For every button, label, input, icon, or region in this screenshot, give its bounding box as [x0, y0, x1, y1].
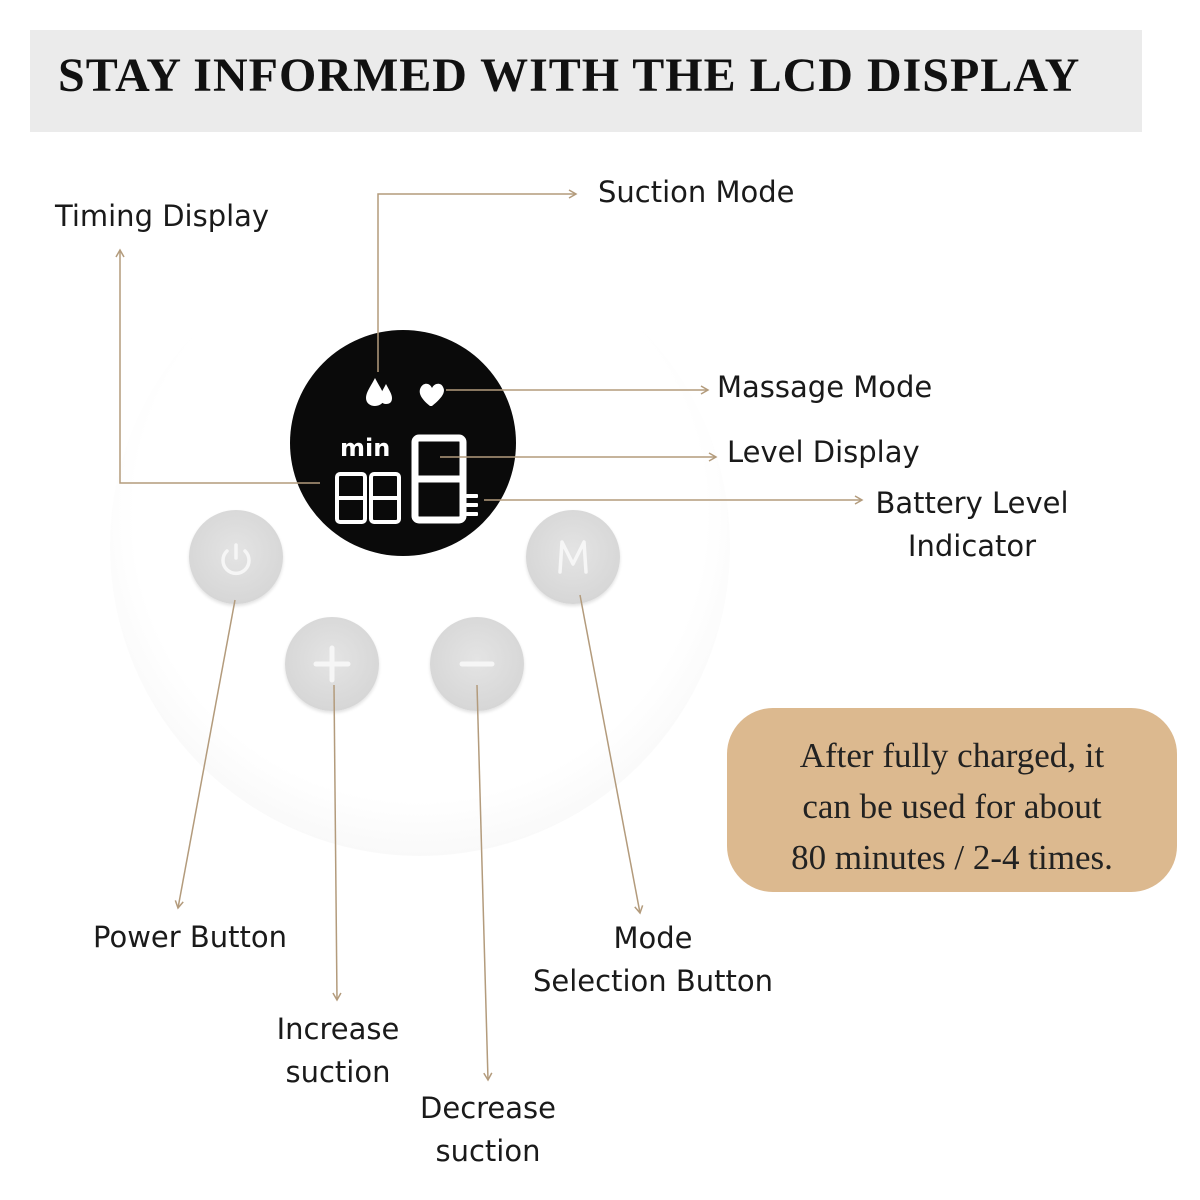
heart-icon: [419, 383, 444, 406]
increase-suction-button[interactable]: [285, 617, 379, 711]
lcd-screen: [290, 330, 516, 556]
plus-icon: [313, 645, 351, 683]
level-display-label: Level Display: [727, 435, 920, 469]
droplets-icon: [366, 378, 392, 406]
power-leader-line: [174, 599, 236, 910]
header-banner: STAY INFORMED WITH THE LCD DISPLAY: [30, 30, 1142, 132]
decrease-suction-label-line2: suction: [435, 1134, 541, 1168]
timing-leader-line: [115, 248, 320, 484]
mode-selection-label-line1: Mode: [613, 921, 693, 955]
increase-suction-label-line2: suction: [285, 1055, 391, 1089]
battery-level-label-line2: Indicator: [907, 529, 1037, 563]
decrease-suction-label: Decrease suction: [404, 1087, 572, 1173]
increase-suction-label: Increase suction: [258, 1008, 418, 1094]
page-title: STAY INFORMED WITH THE LCD DISPLAY: [58, 49, 1081, 102]
minus-icon: [459, 661, 495, 667]
power-button-label: Power Button: [93, 920, 288, 954]
massage-mode-label: Massage Mode: [717, 370, 933, 404]
battery-bars-icon: [466, 494, 478, 516]
battery-level-label: Battery Level Indicator: [860, 482, 1084, 568]
power-icon: [221, 543, 251, 576]
suction-leader-line: [377, 189, 578, 372]
increase-suction-label-line1: Increase: [276, 1012, 400, 1046]
battery-level-label-line1: Battery Level: [875, 486, 1069, 520]
mode-selection-label: Mode Selection Button: [520, 917, 786, 1003]
mode-selection-label-line2: Selection Button: [532, 964, 773, 998]
battery-info-line3: 80 minutes / 2-4 times.: [791, 838, 1113, 877]
battery-info-box: After fully charged, it can be used for …: [727, 708, 1177, 892]
timer-unit-label: min: [340, 434, 391, 462]
decrease-leader-line: [476, 684, 493, 1082]
battery-info-line1: After fully charged, it: [799, 736, 1105, 775]
battery-info-text: After fully charged, it can be used for …: [727, 730, 1177, 883]
suction-mode-label: Suction Mode: [598, 175, 795, 209]
decrease-suction-label-line1: Decrease: [420, 1091, 556, 1125]
timer-digits: [335, 472, 401, 524]
letter-m-icon: [558, 540, 588, 574]
mode-leader-line: [579, 594, 644, 915]
increase-leader-line: [332, 684, 342, 1002]
level-digit: [411, 434, 467, 524]
battery-info-line2: can be used for about: [802, 787, 1102, 826]
mode-selection-button[interactable]: [526, 510, 620, 604]
power-button[interactable]: [189, 510, 283, 604]
timing-display-label: Timing Display: [55, 199, 270, 233]
